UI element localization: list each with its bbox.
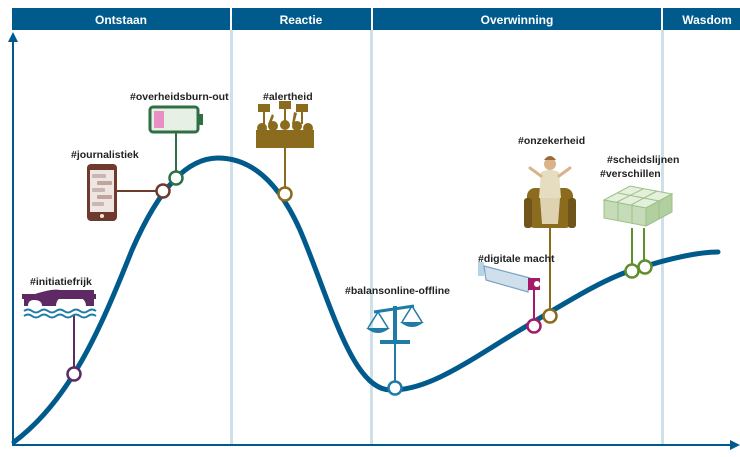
node-overheidsburnout [168,170,184,186]
tag-balans: #balansonline-offline [345,285,450,297]
balance-scale-icon [366,304,424,344]
smartphone-icon [87,164,117,221]
bridge-icon [22,289,97,319]
tag-overheidsburnout: #overheidsburn-out [130,91,229,103]
phase-header-overwinning [373,8,661,30]
tag-scheidslijnen: #scheidslijnen [607,154,679,166]
node-journalistiek [155,183,171,199]
low-battery-icon [148,105,203,134]
phase-divider [230,30,233,446]
node-onzekerheid [542,308,558,324]
node-balans [387,380,403,396]
phase-label-reactie: Reactie [280,13,323,27]
tag-verschillen: #verschillen [600,168,661,180]
security-camera-icon [478,262,540,293]
phase-header-reactie [232,8,371,30]
protest-crowd-icon [256,101,314,148]
node-alertheid [277,186,293,202]
node-scheidslijnen-1 [624,263,640,279]
tag-alertheid: #alertheid [263,91,313,103]
phase-label-overwinning: Overwinning [481,13,554,27]
phase-divider [661,30,664,446]
development-curve [11,155,721,445]
grid-blocks-icon [602,185,674,227]
y-axis-arrow-icon [8,32,18,42]
node-initiatiefrijk [66,366,82,382]
phase-label-ontstaan: Ontstaan [95,13,147,27]
node-digitale-macht [526,318,542,334]
x-axis-arrow-icon [730,440,740,450]
phase-divider [370,30,373,446]
phase-header-ontstaan [12,8,230,30]
phase-header-wasdom [663,8,740,30]
node-scheidslijnen-2 [637,259,653,275]
tag-journalistiek: #journalistiek [71,149,139,161]
tag-onzekerheid: #onzekerheid [518,135,585,147]
tag-digitale-macht: #digitale macht [478,253,555,265]
person-in-armchair-icon [524,156,576,228]
phase-label-wasdom: Wasdom [682,13,732,27]
tag-initiatiefrijk: #initiatiefrijk [30,276,92,288]
